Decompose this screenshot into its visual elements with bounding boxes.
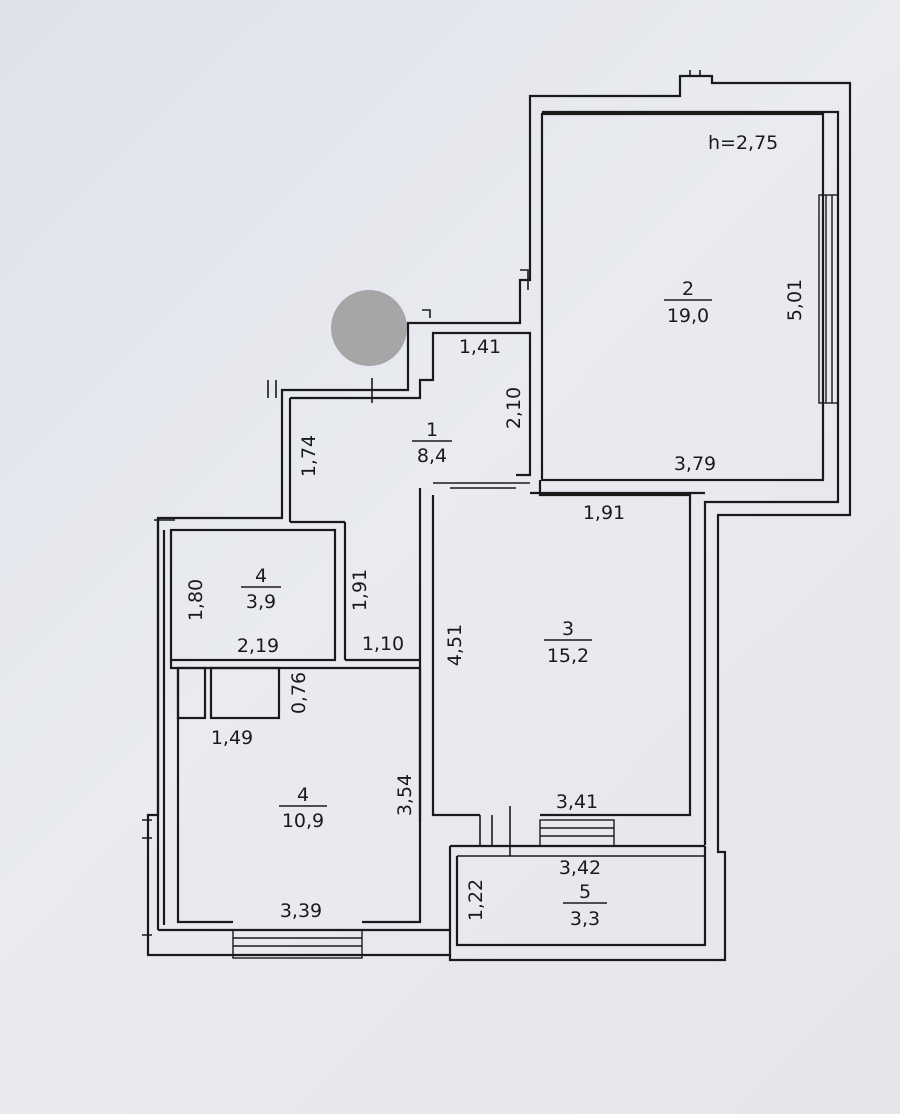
room-4-small-number: 4	[255, 565, 267, 587]
room-1-area: 8,4	[417, 445, 447, 467]
dim-closet-depth: 0,76	[288, 672, 310, 714]
room-3-number: 3	[562, 618, 574, 640]
room-4-large-area: 10,9	[282, 810, 324, 832]
room-2-window	[818, 194, 839, 404]
dim-r5-depth: 1,22	[465, 879, 487, 921]
wall-notches	[142, 70, 701, 936]
room-5-area: 3,3	[570, 908, 600, 930]
room-3-balcony-door	[479, 806, 511, 856]
room-2-outline	[540, 112, 825, 482]
dim-r3-left: 4,51	[444, 624, 466, 666]
room-1-outline	[288, 331, 532, 524]
corridor-partition	[169, 658, 420, 670]
dim-r4s-width: 2,19	[237, 635, 279, 657]
dim-r2-width: 3,79	[674, 453, 716, 475]
room-1-label: 1 8,4	[412, 419, 452, 467]
room-4-large-window	[232, 929, 363, 959]
room-2-number: 2	[682, 278, 694, 300]
room-4-small-outline	[169, 528, 337, 662]
dim-r1-left: 1,74	[298, 435, 320, 477]
dim-r3-top: 1,91	[583, 502, 625, 524]
marker-circle	[331, 290, 407, 366]
dim-r1-right: 2,10	[503, 387, 525, 429]
room-2-area: 19,0	[667, 305, 709, 327]
dim-corridor-gap: 1,10	[362, 633, 404, 655]
room-4-large-number: 4	[297, 784, 309, 806]
dim-closet-width: 1,49	[211, 727, 253, 749]
dim-r3-bottom: 3,41	[556, 791, 598, 813]
room-2-label: 2 19,0	[664, 278, 712, 327]
outer-wall-inner	[542, 110, 840, 845]
dim-r2-length: 5,01	[784, 279, 806, 321]
room-1-number: 1	[426, 419, 438, 441]
dim-r4l-right: 3,54	[394, 774, 416, 816]
outer-wall-outer	[146, 74, 852, 962]
dim-r1-top: 1,41	[459, 336, 501, 358]
room-3-area: 15,2	[547, 645, 589, 667]
room-4-large-label: 4 10,9	[279, 784, 327, 832]
room-5-outline	[448, 844, 707, 955]
room-5-label: 5 3,3	[563, 881, 607, 930]
room-3-window	[539, 819, 615, 847]
room-5-number: 5	[579, 881, 591, 903]
dim-r4s-right: 1,91	[349, 569, 371, 611]
room-4-small-area: 3,9	[246, 591, 276, 613]
ceiling-height-note: h=2,75	[708, 132, 778, 154]
dim-r4l-bottom: 3,39	[280, 900, 322, 922]
dim-r4s-height: 1,80	[185, 579, 207, 621]
dim-r5-width: 3,42	[559, 857, 601, 879]
room-3-label: 3 15,2	[544, 618, 592, 667]
closet	[176, 666, 281, 720]
room-4-large-outline	[176, 668, 422, 924]
room-4-small-label: 4 3,9	[241, 565, 281, 613]
